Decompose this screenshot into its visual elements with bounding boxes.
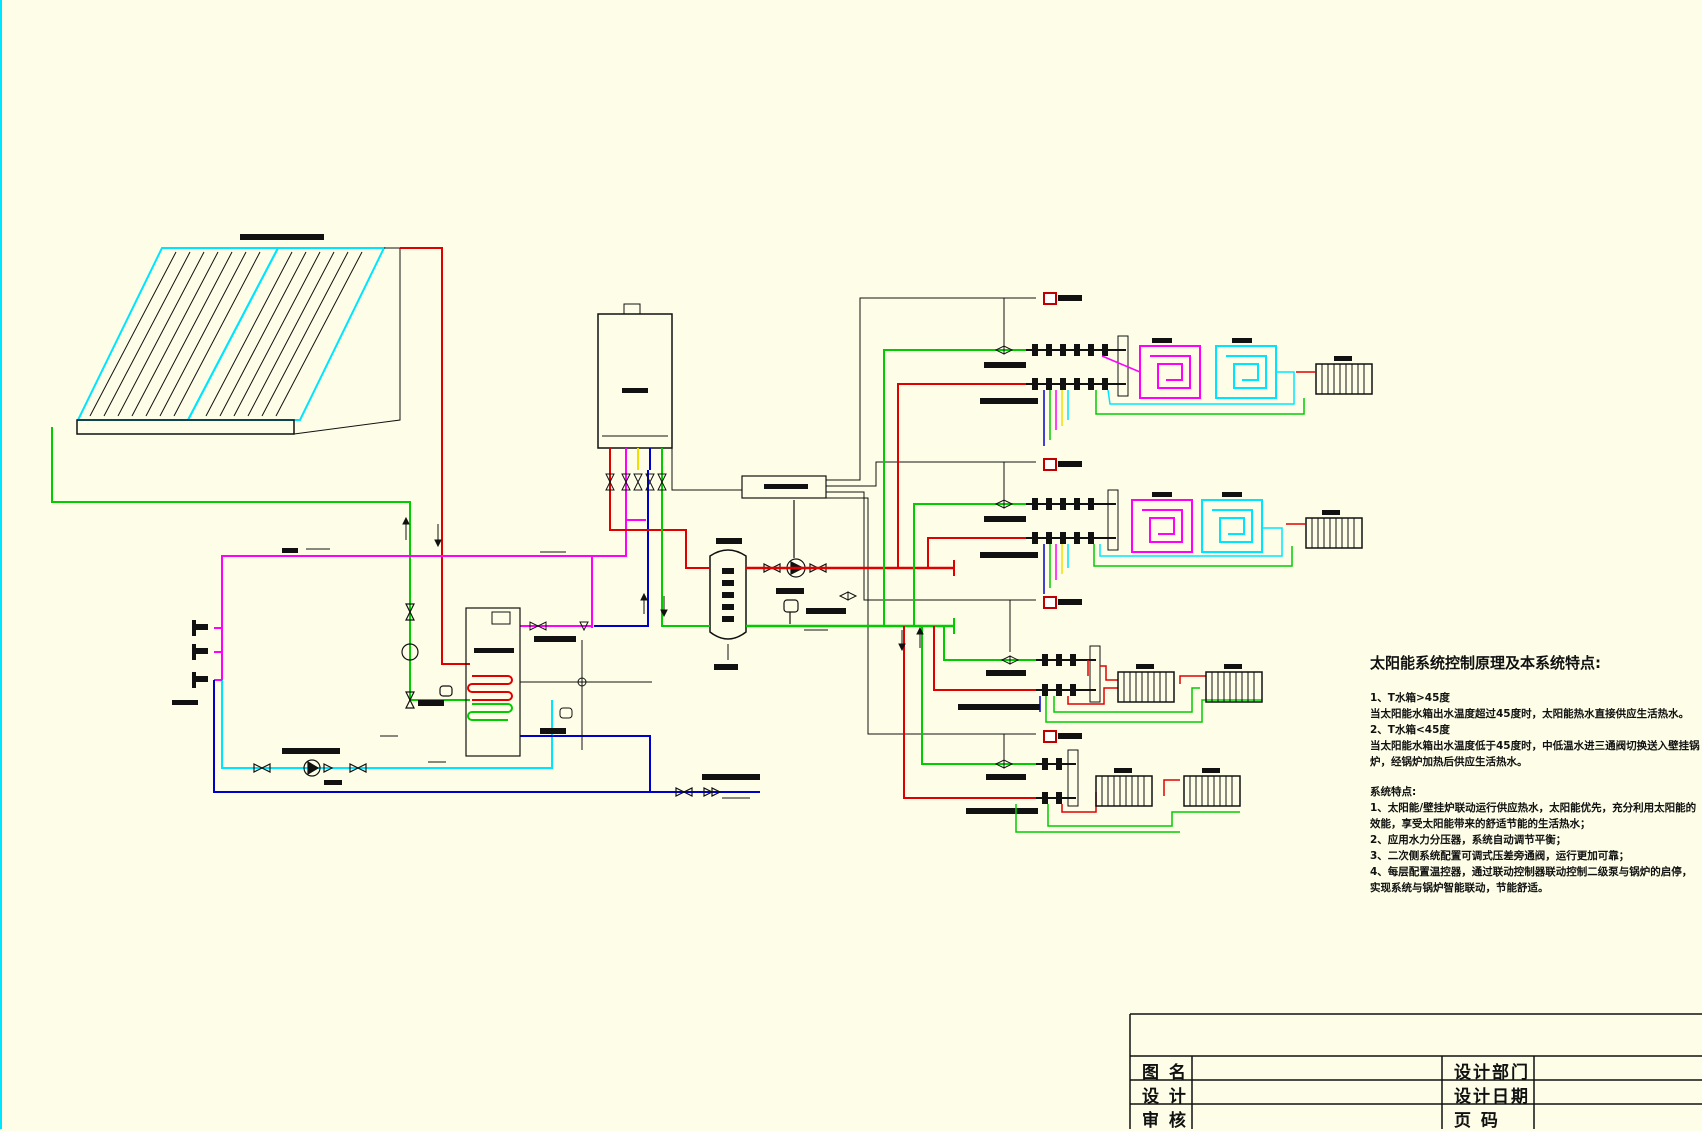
faucet-icon xyxy=(192,620,208,688)
notes-line: 当太阳能水箱出水温度超过45度时，太阳能热水直接供应生活热水。 xyxy=(1370,708,1690,720)
reviewer-label: 审 核 xyxy=(1142,1111,1188,1131)
notes-line: 2、T水箱<45度 xyxy=(1370,724,1450,736)
notes-title: 太阳能系统控制原理及本系统特点: xyxy=(1370,654,1602,672)
title-block xyxy=(1129,1013,1702,1129)
linkage-controller xyxy=(741,475,827,499)
notes-line: 2、应用水力分压器，系统自动调节平衡； xyxy=(1370,834,1567,846)
notes-line: 当太阳能水箱出水温度低于45度时，中低温水进三通阀切换送入壁挂锅炉，经锅炉加热后… xyxy=(1370,740,1700,768)
floor-2-manifold xyxy=(980,458,1119,558)
notes-line: 4、每层配置温控器，通过联动控制器联动控制二级泵与锅炉的启停，实现系统与锅炉智能… xyxy=(1370,866,1693,894)
radiator xyxy=(1296,356,1373,395)
notes-line: 1、太阳能/壁挂炉联动运行供应热水，太阳能优先，充分利用太阳能的效能，享受太阳能… xyxy=(1370,802,1697,830)
hydraulic-separator xyxy=(709,538,747,670)
design-dept-label: 设计部门 xyxy=(1454,1063,1530,1083)
notes-spacer xyxy=(1370,770,1700,784)
designer-label: 设 计 xyxy=(1142,1087,1188,1107)
notes-line: 1、T水箱>45度 xyxy=(1370,692,1450,704)
solar-water-tank xyxy=(465,607,652,757)
design-date-label: 设计日期 xyxy=(1454,1087,1530,1107)
floor-4-manifold xyxy=(966,730,1082,814)
floor-3-manifold xyxy=(958,596,1101,710)
drawing-name-label: 图 名 xyxy=(1142,1063,1188,1083)
floor-1-manifold xyxy=(980,292,1129,404)
wall-hung-boiler xyxy=(597,303,673,449)
notes-line: 3、二次侧系统配置可调式压差旁通阀，运行更加可靠； xyxy=(1370,850,1630,862)
floor-heating-coil xyxy=(1095,338,1305,415)
notes-line: 系统特点: xyxy=(1370,786,1417,798)
solar-pump-group xyxy=(253,759,367,777)
page-label: 页 码 xyxy=(1454,1111,1500,1131)
system-notes: 太阳能系统控制原理及本系统特点: 1、T水箱>45度 当太阳能水箱出水温度超过4… xyxy=(1370,652,1700,896)
solar-collector xyxy=(76,234,401,435)
left-border xyxy=(0,0,2,1129)
